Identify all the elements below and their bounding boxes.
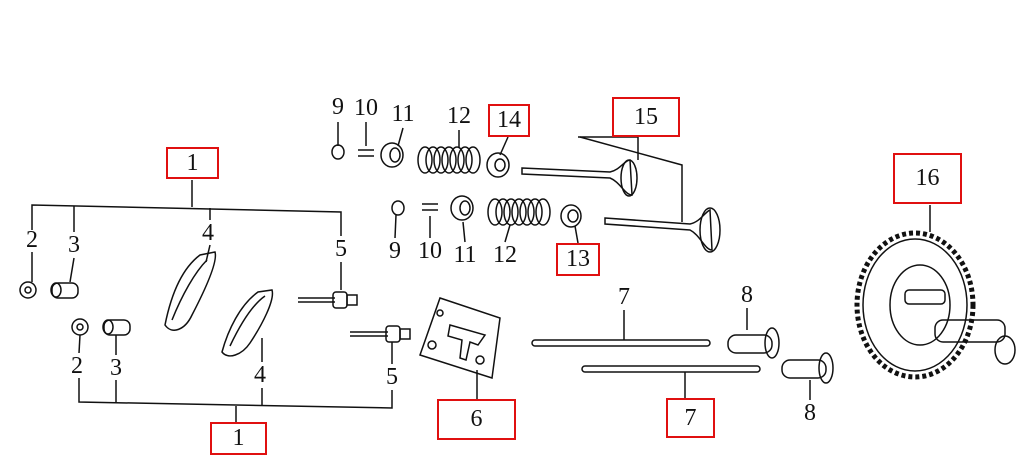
- rocker-arms: [164, 251, 274, 357]
- valve-train-upper: [331, 142, 638, 197]
- callout-11: 11: [453, 242, 477, 268]
- camshaft-gear: [854, 230, 1016, 380]
- rocker-studs: [298, 291, 411, 343]
- callout-8: 8: [804, 400, 816, 426]
- callout-7: 7: [618, 284, 630, 310]
- callout-8: 8: [741, 282, 753, 308]
- callout-9: 9: [389, 238, 401, 264]
- callout-6: 6: [437, 399, 516, 440]
- callout-2: 2: [71, 353, 83, 379]
- leader-lines: [31, 122, 931, 422]
- callout-4: 4: [254, 362, 266, 388]
- callout-9: 9: [332, 94, 344, 120]
- callout-14: 14: [488, 104, 530, 137]
- callout-12: 12: [447, 103, 471, 129]
- callout-11: 11: [391, 101, 415, 127]
- callout-10: 10: [354, 95, 378, 121]
- guide-plate: [419, 297, 501, 379]
- callout-1-bottom: 1: [210, 422, 267, 455]
- callout-5: 5: [386, 364, 398, 390]
- callout-15: 15: [612, 97, 680, 137]
- callout-3: 3: [68, 232, 80, 258]
- push-rods: [531, 339, 761, 373]
- callout-1-top: 1: [166, 147, 219, 179]
- pivot-sleeves: [50, 282, 131, 336]
- callout-3: 3: [110, 355, 122, 381]
- callout-7-boxed: 7: [666, 398, 715, 438]
- callout-5: 5: [335, 236, 347, 262]
- callout-10: 10: [418, 238, 442, 264]
- callout-4: 4: [202, 220, 214, 246]
- callout-16: 16: [893, 153, 962, 204]
- valve-train-lower: [391, 195, 721, 253]
- callout-12: 12: [493, 242, 517, 268]
- adjusting-nuts: [19, 281, 89, 336]
- tappets: [727, 327, 834, 384]
- callout-13: 13: [556, 243, 600, 276]
- callout-2: 2: [26, 227, 38, 253]
